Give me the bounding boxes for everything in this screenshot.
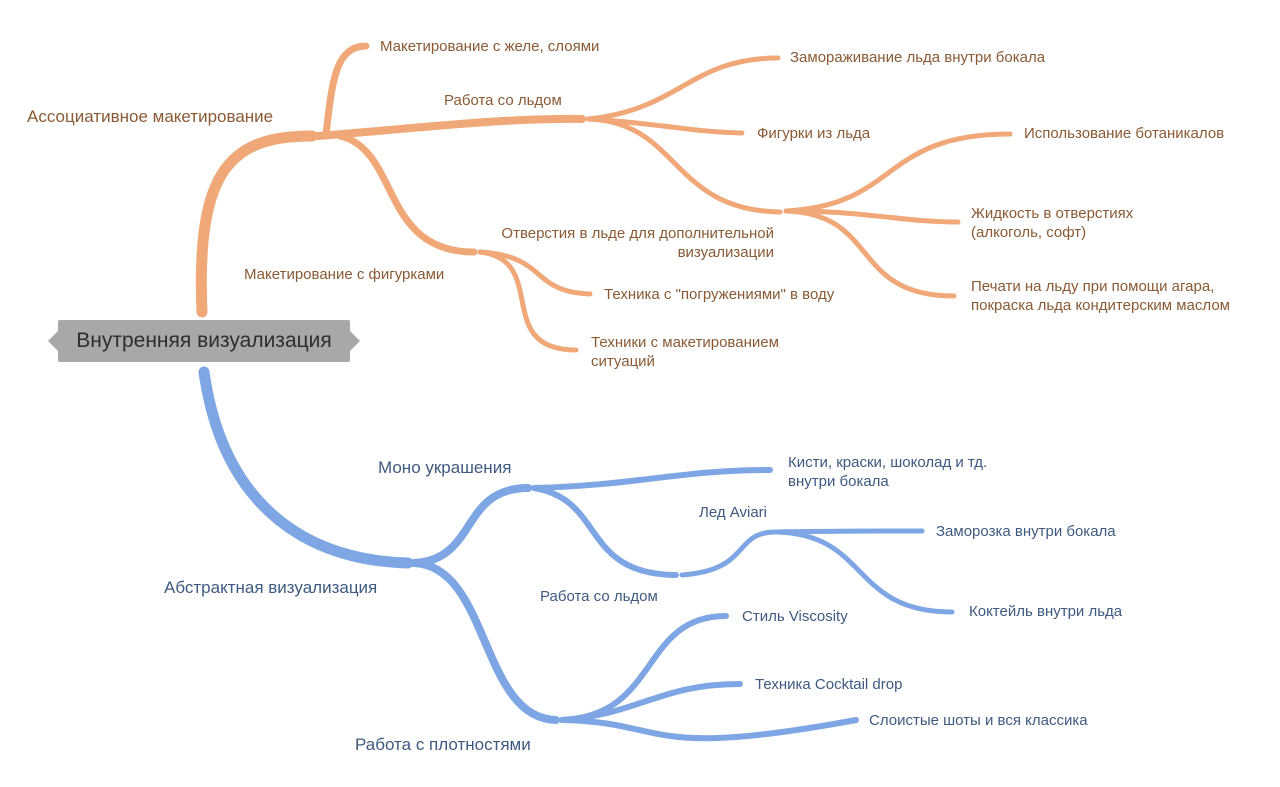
- topic-ice-figures[interactable]: Фигурки из льда: [757, 125, 871, 142]
- branch-cocktail-drop: [559, 681, 743, 723]
- topic-figure-mockup[interactable]: Макетирование с фигурками: [244, 266, 445, 283]
- branch-freeze: [585, 55, 781, 122]
- topic-situations-line1: Техники с макетированием: [591, 334, 779, 351]
- topic-mono[interactable]: Моно украшения: [378, 458, 512, 477]
- topic-blue-ice-work[interactable]: Работа со льдом: [540, 588, 658, 605]
- topic-liquid[interactable]: Жидкость в отверстиях (алкоголь, софт): [971, 204, 1133, 242]
- branch-abstract: [198, 366, 414, 569]
- topic-agar-line2: покраска льда кондитерским маслом: [971, 297, 1230, 314]
- topic-situations[interactable]: Техники с макетированием ситуаций: [591, 333, 779, 371]
- topic-brushes-line2: внутри бокала: [788, 473, 889, 490]
- topic-aviari[interactable]: Лед Aviari: [699, 504, 768, 521]
- topic-holes-line2: визуализации: [677, 244, 774, 261]
- root-arrow-right: [350, 331, 360, 351]
- branch-mono-ice: [531, 485, 679, 578]
- branch-ice-sub: [585, 116, 783, 215]
- topic-brushes-line1: Кисти, краски, шоколад и тд.: [788, 454, 988, 471]
- branch-brushes: [531, 467, 773, 491]
- branch-mono: [410, 484, 532, 567]
- topic-layered[interactable]: Слоистые шоты и вся классика: [869, 712, 1088, 729]
- branch-liquid: [783, 208, 961, 225]
- branch-density: [410, 559, 560, 724]
- topic-agar[interactable]: Печати на льду при помощи агара, покраск…: [971, 277, 1230, 315]
- topic-holes[interactable]: Отверстия в льде для дополнительной визу…: [474, 224, 774, 262]
- branch-holes: [336, 132, 478, 256]
- topic-cocktail-ice[interactable]: Коктейль внутри льда: [969, 603, 1123, 620]
- root-arrow-left: [48, 331, 58, 351]
- branch-agar: [783, 208, 957, 299]
- branch-jelly: [322, 42, 370, 138]
- branch-ice-main: [314, 114, 586, 140]
- topic-situations-line2: ситуаций: [591, 353, 655, 370]
- branch-associative: [195, 130, 318, 318]
- branch-aviari: [679, 529, 779, 578]
- branch-immersion: [477, 249, 593, 297]
- root-node[interactable]: Внутренняя визуализация: [58, 320, 350, 362]
- topic-ice-work[interactable]: Работа со льдом: [444, 92, 562, 109]
- branch-layered: [559, 717, 859, 742]
- topic-freeze[interactable]: Замораживание льда внутри бокала: [790, 49, 1046, 66]
- branch-cocktail-ice: [773, 529, 955, 615]
- topic-brushes[interactable]: Кисти, краски, шоколад и тд. внутри бока…: [788, 453, 987, 491]
- topic-liquid-line2: (алкоголь, софт): [971, 224, 1087, 241]
- topic-jelly[interactable]: Макетирование с желе, слоями: [380, 38, 600, 55]
- topic-agar-line1: Печати на льду при помощи агара,: [971, 278, 1215, 295]
- topic-abstract[interactable]: Абстрактная визуализация: [164, 578, 378, 597]
- branch-situations: [477, 249, 579, 353]
- topic-frost[interactable]: Заморозка внутри бокала: [936, 523, 1116, 540]
- topic-immersion[interactable]: Техника с "погружениями" в воду: [604, 286, 835, 303]
- branch-botanicals: [783, 131, 1013, 214]
- topic-holes-line1: Отверстия в льде для дополнительной: [501, 225, 774, 242]
- topic-botanicals[interactable]: Использование ботаникалов: [1024, 125, 1225, 142]
- topic-viscosity[interactable]: Стиль Viscosity: [742, 608, 848, 625]
- topic-liquid-line1: Жидкость в отверстиях: [971, 205, 1134, 222]
- topic-cocktail-drop[interactable]: Техника Cocktail drop: [755, 676, 903, 693]
- topic-density[interactable]: Работа с плотностями: [355, 735, 531, 754]
- topic-associative[interactable]: Ассоциативное макетирование: [27, 107, 274, 126]
